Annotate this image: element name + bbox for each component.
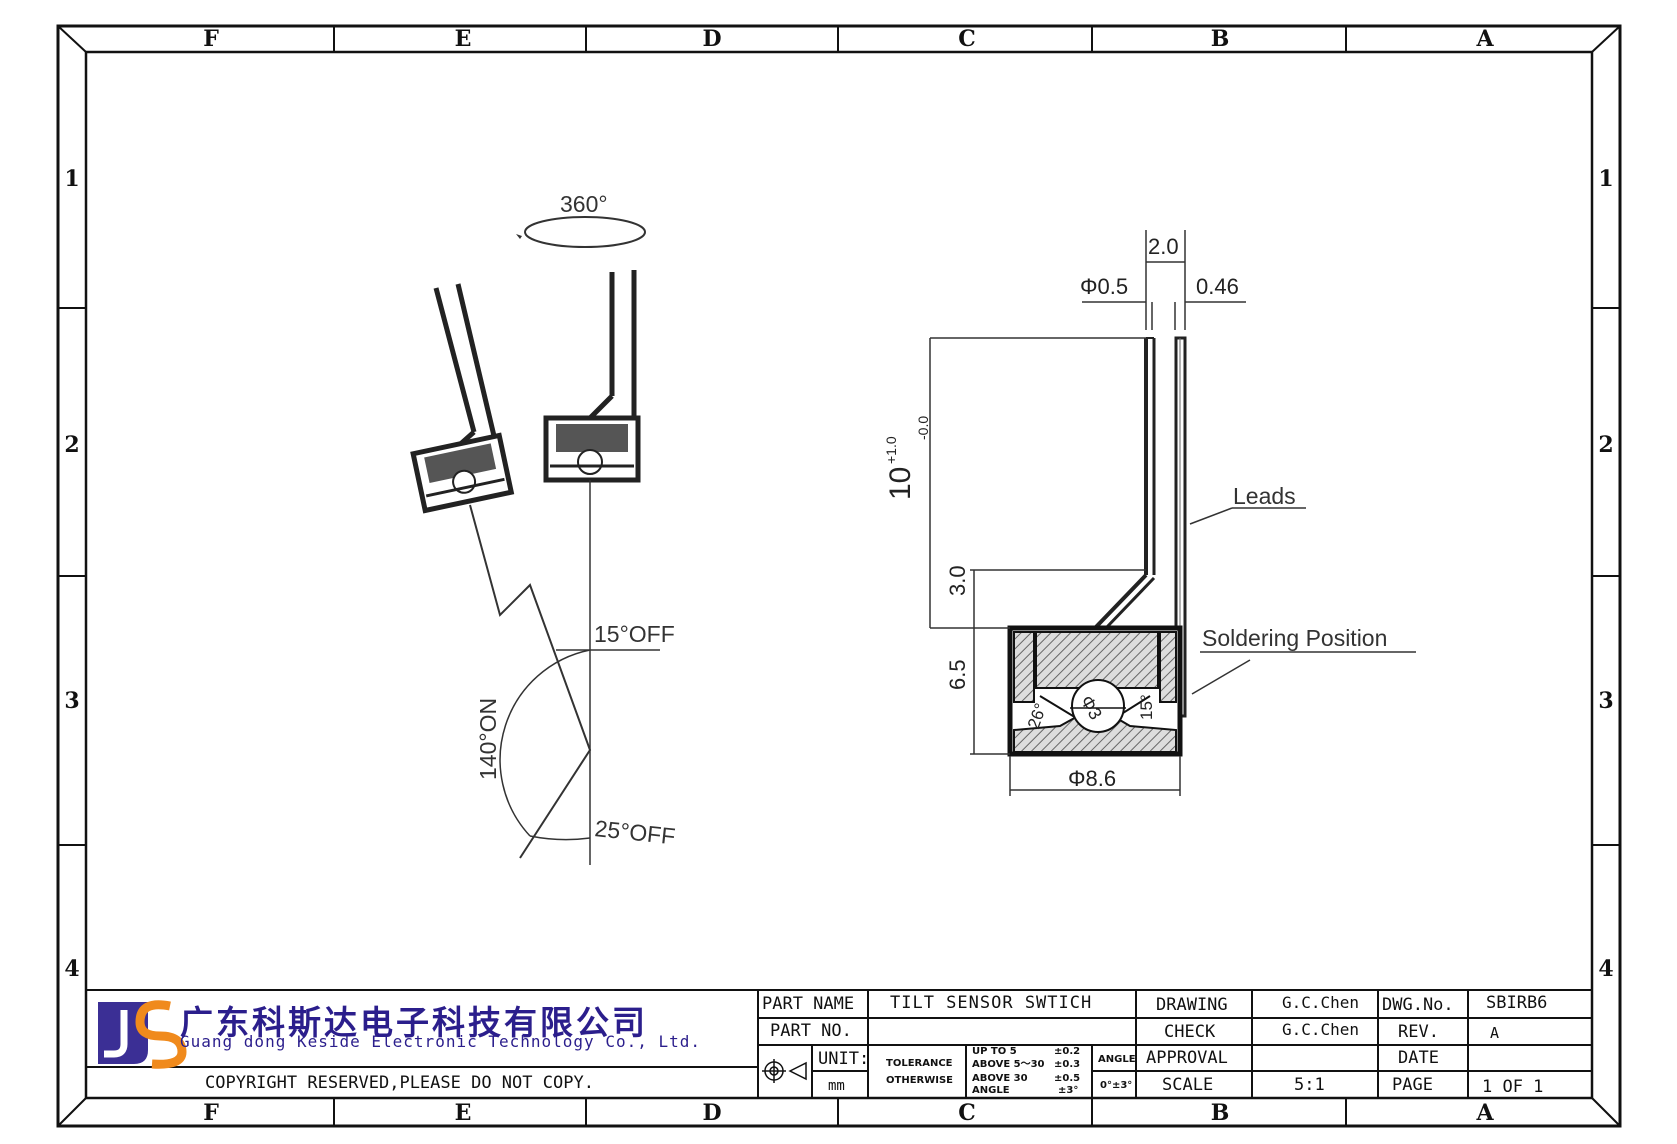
leads-label: Leads xyxy=(1233,483,1296,509)
part-name-label: PART NAME xyxy=(762,994,855,1014)
drawing-label: DRAWING xyxy=(1156,995,1228,1015)
angle-off-bottom-label: 25°OFF xyxy=(593,815,676,849)
company-logo xyxy=(98,1000,187,1069)
upright-sensor xyxy=(543,270,641,483)
angle-label: ANGLE xyxy=(1098,1054,1136,1065)
dim-lead: 0.46 xyxy=(1196,274,1239,299)
zone-row-4-right: 4 xyxy=(1598,956,1614,982)
dim-height: 6.5 xyxy=(945,659,970,690)
zone-col-a-top: A xyxy=(1476,26,1494,52)
zone-col-e-bottom: E xyxy=(454,1100,472,1126)
dim-length-tol-lower: -0.0 xyxy=(915,416,931,440)
rev-value: A xyxy=(1490,1024,1500,1042)
check-label: CHECK xyxy=(1164,1022,1216,1042)
zone-col-b-top: B xyxy=(1210,26,1230,52)
sheet-frame xyxy=(56,24,1622,1128)
scale-label: SCALE xyxy=(1162,1075,1214,1095)
dim-length-tol-upper: +1.0 xyxy=(883,436,899,464)
date-label: DATE xyxy=(1398,1048,1439,1068)
tol-row3-val: ±0.5 xyxy=(1054,1073,1081,1084)
zone-col-a-bottom: A xyxy=(1476,1100,1494,1126)
zone-row-1-right: 1 xyxy=(1598,166,1614,192)
copyright-notice: COPYRIGHT RESERVED,PLEASE DO NOT COPY. xyxy=(205,1073,594,1093)
dim-body-dia: Φ8.6 xyxy=(1068,766,1116,791)
page-label: PAGE xyxy=(1392,1075,1433,1095)
zone-col-e-top: E xyxy=(454,26,472,52)
zone-row-3-left: 3 xyxy=(64,688,80,714)
zone-col-f-bottom: F xyxy=(203,1100,219,1126)
zone-row-3-right: 3 xyxy=(1598,688,1614,714)
dwg-no-value: SBIRB6 xyxy=(1486,993,1548,1013)
unit-value: mm xyxy=(828,1078,845,1094)
zone-col-f-top: F xyxy=(203,26,219,52)
dim-length-group: 10 +1.0 -0.0 xyxy=(883,416,931,500)
projection-symbol-icon xyxy=(762,1059,807,1083)
dim-angle-b: 15° xyxy=(1137,694,1156,720)
approval-label: APPROVAL xyxy=(1146,1048,1228,1068)
zone-row-4-left: 4 xyxy=(64,956,80,982)
title-block-grid xyxy=(86,989,1592,1098)
tolerance-label-1: TOLERANCE xyxy=(886,1058,953,1069)
tilt-illustration: 360° 140°ON 15°OFF 25°OFF xyxy=(410,191,677,865)
rotation-arrow xyxy=(524,216,646,248)
page-value: 1 OF 1 xyxy=(1482,1077,1544,1097)
rev-label: REV. xyxy=(1398,1022,1439,1042)
tol-row2-val: ±0.3 xyxy=(1054,1059,1081,1070)
check-value: G.C.Chen xyxy=(1282,1020,1360,1039)
company-name-en: Guang dong Keside Electronic Technology … xyxy=(180,1032,702,1051)
zone-row-2-right: 2 xyxy=(1598,432,1614,458)
tol-row3-range: ABOVE 30 xyxy=(972,1073,1028,1084)
dim-length: 10 xyxy=(884,467,917,500)
part-no-label: PART NO. xyxy=(770,1021,852,1041)
dimension-lines xyxy=(929,230,1416,796)
dim-pitch: 2.0 xyxy=(1148,234,1179,259)
angle-value: 0°±3° xyxy=(1100,1080,1133,1091)
tolerance-label-2: OTHERWISE xyxy=(886,1075,954,1086)
tol-row2-range: ABOVE 5～30 xyxy=(972,1059,1045,1070)
dwg-no-label: DWG.No. xyxy=(1382,995,1454,1015)
unit-label: UNIT: xyxy=(818,1049,870,1069)
zone-col-c-top: C xyxy=(958,26,976,52)
dim-bend: 3.0 xyxy=(945,565,970,596)
tilted-sensor xyxy=(410,283,515,514)
dim-pin-dia: Φ0.5 xyxy=(1080,274,1128,299)
part-name-value: TILT SENSOR SWTICH xyxy=(890,993,1093,1013)
drawing-value: G.C.Chen xyxy=(1282,993,1360,1012)
sensor-body xyxy=(1007,625,1183,757)
section-view: 2.0 Φ0.5 0.46 10 +1.0 -0.0 3.0 6.5 Φ8.6 … xyxy=(883,230,1416,796)
angle-on-label: 140°ON xyxy=(475,698,501,780)
angle-off-top-label: 15°OFF xyxy=(594,621,675,647)
zone-row-1-left: 1 xyxy=(64,166,80,192)
tol-row1-range: UP TO 5 xyxy=(972,1046,1017,1057)
tol-row4-range: ANGLE xyxy=(972,1085,1010,1096)
soldering-position-label: Soldering Position xyxy=(1202,625,1387,651)
zone-col-d-bottom: D xyxy=(702,1100,722,1126)
company-name-cn: 广东科斯达电子科技有限公司 xyxy=(180,1003,648,1042)
tol-row4-val: ±3° xyxy=(1058,1085,1079,1096)
zone-col-c-bottom: C xyxy=(958,1100,976,1126)
zone-row-2-left: 2 xyxy=(64,432,80,458)
rotation-label: 360° xyxy=(560,191,608,217)
scale-value: 5:1 xyxy=(1294,1075,1325,1095)
zone-col-b-bottom: B xyxy=(1210,1100,1230,1126)
zone-col-d-top: D xyxy=(702,26,722,52)
tol-row1-val: ±0.2 xyxy=(1054,1046,1081,1057)
